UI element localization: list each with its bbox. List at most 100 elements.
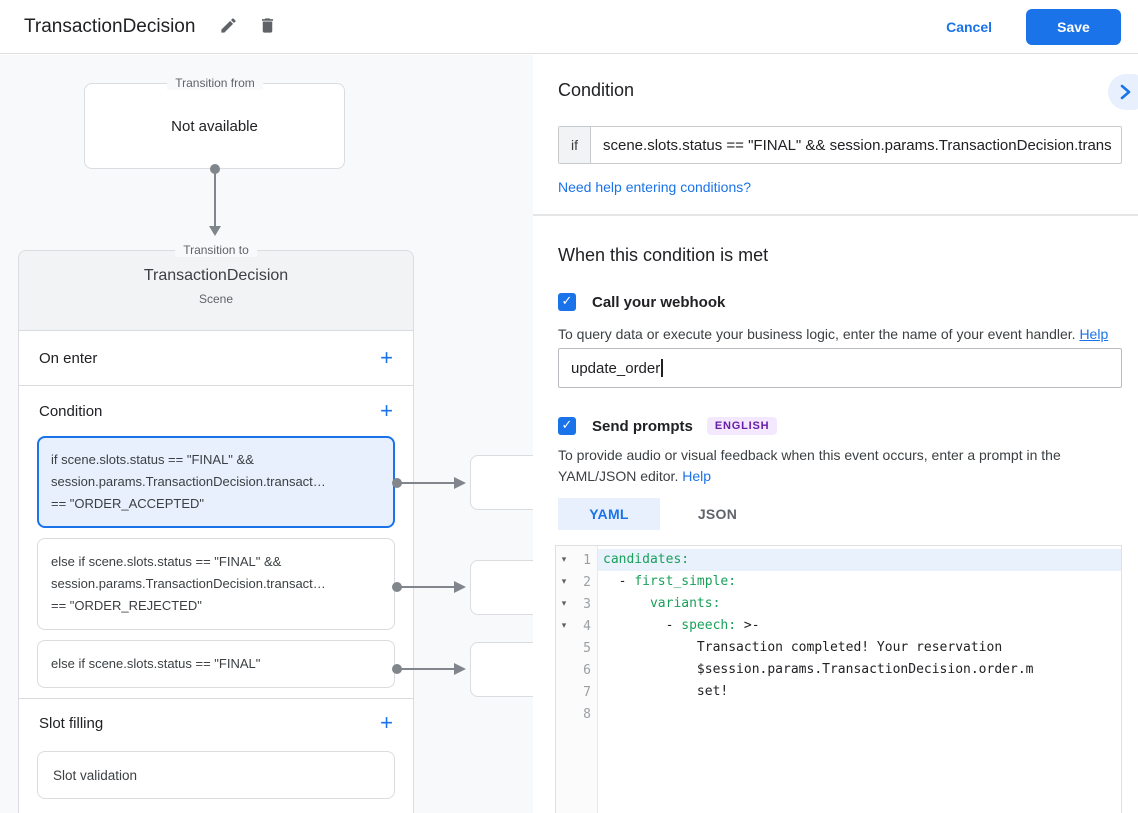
prompts-helper-text: To provide audio or visual feedback when… xyxy=(558,445,1116,487)
checkmark-icon: ✓ xyxy=(561,418,573,433)
editor-format-tabs: YAML JSON xyxy=(558,498,775,530)
add-on-enter-button[interactable]: + xyxy=(380,345,393,370)
divider xyxy=(19,698,413,699)
webhook-helper-text: To query data or execute your business l… xyxy=(558,324,1116,345)
line-number: 8 xyxy=(583,706,591,722)
connector-dot xyxy=(392,664,402,674)
call-webhook-checkbox[interactable]: ✓ xyxy=(558,293,576,311)
slot-filling-label: Slot filling xyxy=(39,714,104,732)
conditions-help-link[interactable]: Need help entering conditions? xyxy=(558,179,752,195)
checkmark-icon: ✓ xyxy=(561,294,573,309)
transition-target-box[interactable] xyxy=(470,455,533,510)
send-prompts-row: ✓ Send prompts ENGLISH xyxy=(558,417,778,435)
delete-icon[interactable] xyxy=(254,14,280,40)
condition-detail-panel: Condition if scene.slots.status == "FINA… xyxy=(533,55,1138,813)
code-line: $session.params.TransactionDecision.orde… xyxy=(603,662,1034,677)
edit-icon[interactable] xyxy=(215,14,241,40)
connector-dot xyxy=(392,582,402,592)
transition-to-card: TransactionDecision Scene On enter + Con… xyxy=(18,250,414,813)
arrow-right-icon xyxy=(454,663,466,675)
cancel-button[interactable]: Cancel xyxy=(946,0,992,54)
arrow-right-icon xyxy=(454,477,466,489)
line-number: 1 xyxy=(583,552,591,568)
text-caret xyxy=(661,359,663,377)
if-prefix: if xyxy=(559,127,591,163)
flow-diagram-panel: Transition from Not available Transition… xyxy=(0,55,533,813)
connector-dot xyxy=(392,478,402,488)
add-condition-button[interactable]: + xyxy=(380,398,393,423)
on-enter-row: On enter + xyxy=(19,331,413,386)
fold-arrow-icon[interactable]: ▾ xyxy=(561,621,567,631)
condition-card[interactable]: else if scene.slots.status == "FINAL" xyxy=(37,640,395,688)
code-line: set! xyxy=(603,684,729,699)
add-slot-button[interactable]: + xyxy=(380,710,393,735)
line-number: 3 xyxy=(583,596,591,612)
send-prompts-label: Send prompts xyxy=(592,417,693,435)
transition-from-content: Not available xyxy=(171,117,258,135)
page-title: TransactionDecision xyxy=(24,16,196,37)
condition-heading: Condition xyxy=(558,80,635,100)
webhook-help-link[interactable]: Help xyxy=(1079,326,1109,342)
call-webhook-label: Call your webhook xyxy=(592,293,726,311)
webhook-handler-input[interactable]: update_order xyxy=(558,348,1122,388)
condition-expression-row: if scene.slots.status == "FINAL" && sess… xyxy=(558,126,1122,164)
prompts-helper: To provide audio or visual feedback when… xyxy=(558,447,1061,484)
send-prompts-checkbox[interactable]: ✓ xyxy=(558,417,576,435)
arrow-down-icon xyxy=(209,226,221,236)
condition-section-label: Condition xyxy=(39,402,103,420)
line-number: 5 xyxy=(583,640,591,656)
tab-json[interactable]: JSON xyxy=(660,498,775,530)
fold-arrow-icon[interactable]: ▾ xyxy=(561,577,567,587)
language-badge: ENGLISH xyxy=(706,417,778,435)
connector-line xyxy=(214,170,216,226)
webhook-handler-value: update_order xyxy=(571,359,661,377)
slot-validation-card[interactable]: Slot validation xyxy=(37,751,395,799)
transition-to-legend: Transition to xyxy=(175,243,257,257)
transition-from-box: Not available xyxy=(84,83,345,169)
scene-subtitle: Scene xyxy=(198,292,234,306)
top-bar: TransactionDecision Cancel Save xyxy=(0,0,1138,54)
tab-yaml[interactable]: YAML xyxy=(558,498,660,530)
condition-row: Condition + xyxy=(19,386,413,436)
condition-card[interactable]: if scene.slots.status == "FINAL" &&sessi… xyxy=(37,436,395,528)
condition-expression-input[interactable]: scene.slots.status == "FINAL" && session… xyxy=(603,136,1112,154)
transition-target-box[interactable] xyxy=(470,560,533,615)
line-number: 2 xyxy=(583,574,591,590)
code-line: - first_simple: xyxy=(603,574,737,589)
slot-validation-label: Slot validation xyxy=(53,767,138,783)
connector-line xyxy=(400,668,454,670)
code-line: candidates: xyxy=(598,549,1121,571)
webhook-row: ✓ Call your webhook xyxy=(558,293,725,311)
slot-filling-row: Slot filling + xyxy=(19,699,413,747)
code-line: Transaction completed! Your reservation xyxy=(603,640,1003,655)
fold-arrow-icon[interactable]: ▾ xyxy=(561,599,567,609)
scene-title: TransactionDecision xyxy=(143,267,289,284)
connector-dot xyxy=(210,164,220,174)
line-number: 7 xyxy=(583,684,591,700)
connector-line xyxy=(400,586,454,588)
fold-arrow-icon[interactable]: ▾ xyxy=(561,555,567,565)
condition-card[interactable]: else if scene.slots.status == "FINAL" &&… xyxy=(37,538,395,630)
on-enter-label: On enter xyxy=(39,349,98,367)
code-line: - speech: >- xyxy=(603,618,760,633)
connector-line xyxy=(400,482,454,484)
divider xyxy=(533,214,1138,216)
webhook-helper: To query data or execute your business l… xyxy=(558,326,1076,342)
transition-from-legend: Transition from xyxy=(167,76,263,90)
condition-list: if scene.slots.status == "FINAL" &&sessi… xyxy=(19,436,413,688)
save-button[interactable]: Save xyxy=(1026,9,1121,45)
when-condition-heading: When this condition is met xyxy=(558,245,769,265)
code-line: variants: xyxy=(649,596,721,611)
collapse-panel-button[interactable] xyxy=(1108,74,1138,110)
line-number: 4 xyxy=(583,618,591,634)
prompts-help-link[interactable]: Help xyxy=(682,468,712,484)
chevron-right-icon xyxy=(1120,84,1131,100)
editor-code-area[interactable]: candidates: - first_simple: variants: - … xyxy=(598,546,1121,813)
scene-card-header: TransactionDecision Scene xyxy=(19,251,413,331)
code-line xyxy=(598,703,1121,725)
arrow-right-icon xyxy=(454,581,466,593)
transition-target-box[interactable] xyxy=(470,642,533,697)
